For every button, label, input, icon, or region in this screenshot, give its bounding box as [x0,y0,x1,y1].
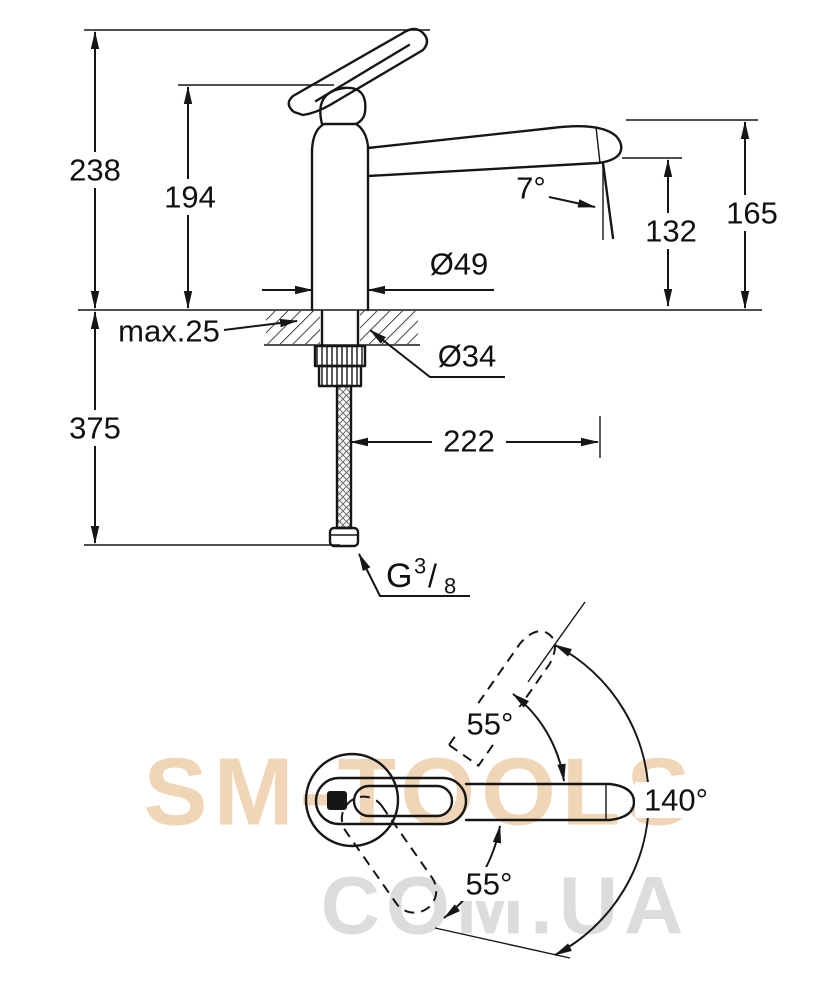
dim-spout-height: 165 [726,196,778,231]
dim-thread-size: G 3 / 8 [386,554,456,599]
mounting-nut-upper [313,344,367,368]
dim-height-body: 194 [164,180,216,215]
lever-top-outer [314,776,468,826]
arc-tick-top [527,601,586,683]
spout-top [464,782,636,822]
thread-denominator: 8 [444,574,456,599]
dim-outlet-height: 132 [645,214,697,249]
faucet-top-outline [304,752,636,848]
flex-hose [335,384,353,530]
dim-hole-diameter: Ø34 [438,339,497,374]
label-backgrounds-top [457,707,717,901]
lever-logo-badge [327,791,347,810]
watermark-brand: SM-TOOLS [144,739,697,846]
dim-projection: 222 [443,424,495,459]
angle-swing-lower: 55° [466,867,513,902]
lever-handle [287,27,429,117]
spout [366,125,623,178]
lever-accent-line [314,43,411,103]
lever-rotated-down [340,795,438,914]
thread-slash: / [428,558,437,594]
faucet-side-outline [287,27,623,548]
thread-numerator: 3 [414,554,426,579]
counter-hatch [266,311,418,344]
side-view: 238 194 165 132 7° Ø49 max.25 Ø34 375 22… [60,27,787,599]
angle-swing-upper: 55° [467,707,514,742]
dim-height-total: 238 [69,153,121,188]
dim-spray-angle: 7° [516,171,546,206]
mounting-nut-lower [317,364,363,388]
lever-top-inner [352,784,454,818]
arc-tick-bottom [434,927,571,959]
cartridge-dome [319,86,367,126]
extension-lines [78,29,762,546]
hose-end-fitting [328,526,360,548]
rotated-positions [340,630,557,914]
body-circle [304,752,400,848]
thread-g: G [386,557,412,595]
spout-rotated-up [447,630,557,767]
outlet-axis-7deg [601,161,615,240]
dim-mount-thickness: max.25 [118,314,220,349]
faucet-body [310,122,370,312]
label-backgrounds [60,152,787,459]
top-view: 55° 55° 140° [304,601,717,959]
dim-below-depth: 375 [69,411,121,446]
angle-swivel-range: 140° [644,783,708,818]
dim-body-diameter: Ø49 [430,247,489,282]
spout-cap-joint [595,126,601,164]
